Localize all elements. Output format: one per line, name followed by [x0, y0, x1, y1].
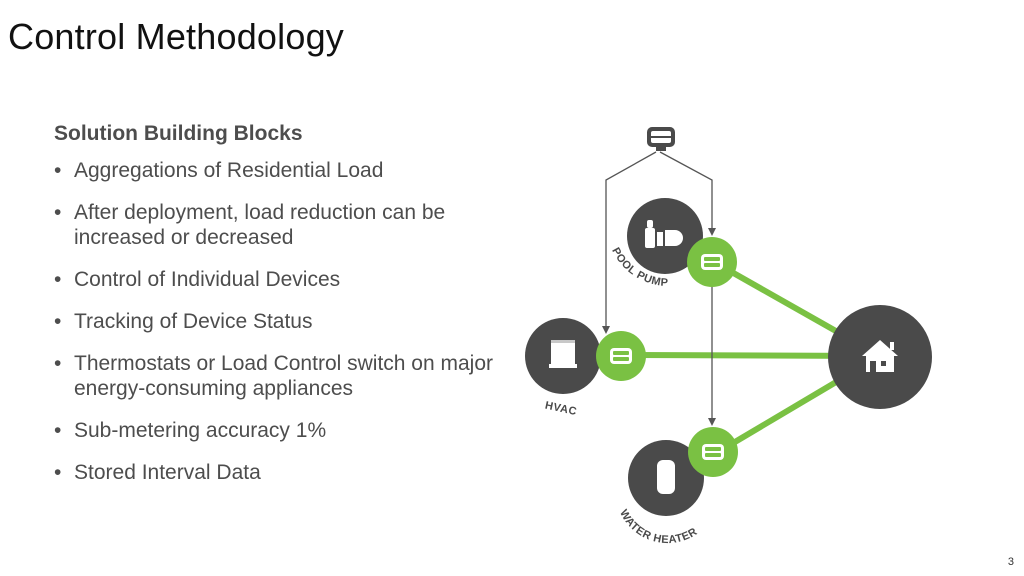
signal-lines [602, 151, 716, 426]
hvac-icon [549, 340, 577, 368]
signal-line-hvac [602, 151, 657, 334]
hvac-node [525, 318, 601, 394]
house-node [828, 305, 932, 409]
controller-icon [647, 127, 675, 151]
water-heater-icon [657, 460, 675, 494]
page-number: 3 [1007, 556, 1014, 568]
subheading: Solution Building Blocks [54, 122, 303, 145]
pool-pump-switch [687, 237, 737, 287]
bullet-item: Control of Individual Devices [54, 267, 514, 292]
water-heater-switch [688, 427, 738, 477]
page-title: Control Methodology [8, 16, 344, 57]
hvac-switch [596, 331, 646, 381]
pool-pump-node [627, 198, 703, 274]
content-area: Solution Building Blocks Aggregations of… [54, 122, 514, 502]
signal-line-pool [659, 151, 716, 236]
bullet-item: Sub-metering accuracy 1% [54, 418, 514, 443]
bullet-item: Tracking of Device Status [54, 309, 514, 334]
water-heater-node [628, 440, 704, 516]
bullet-list: Aggregations of Residential Load After d… [54, 158, 514, 485]
hvac-label: HVAC [544, 400, 578, 418]
pool-pump-icon [645, 220, 683, 248]
bullet-item: Aggregations of Residential Load [54, 158, 514, 183]
bullet-item: After deployment, load reduction can be … [54, 200, 514, 250]
bullet-item: Stored Interval Data [54, 460, 514, 485]
load-control-diagram: POOL PUMP HVAC WATER HEATER [525, 127, 932, 546]
bullet-item: Thermostats or Load Control switch on ma… [54, 351, 514, 401]
